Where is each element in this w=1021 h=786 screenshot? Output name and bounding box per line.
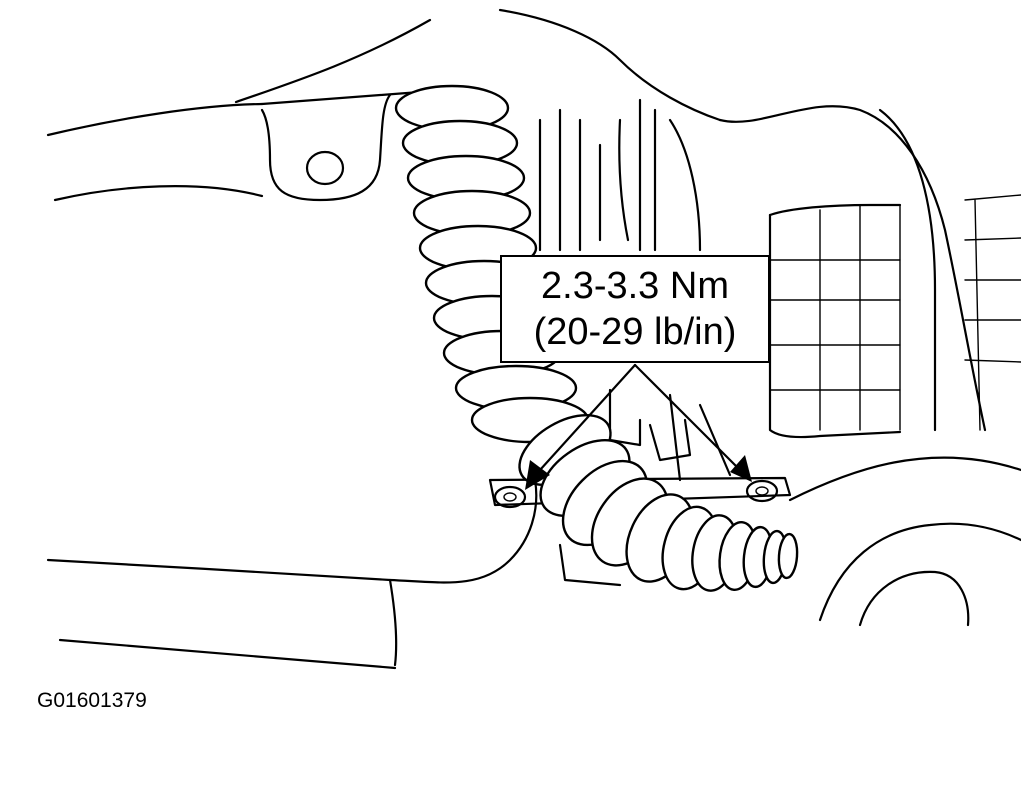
mounting-bracket: [488, 388, 792, 587]
arrow-left-icon: [525, 460, 550, 490]
upper-panel: [46, 18, 432, 202]
arrow-right-icon: [730, 455, 752, 482]
figure-id: G01601379: [37, 689, 147, 712]
callout-leaders: [525, 363, 752, 490]
lower-panel: [46, 478, 538, 670]
torque-imperial: (20-29 lb/in): [533, 311, 737, 353]
round-component: [788, 456, 1021, 627]
grid-panel: [768, 194, 1021, 439]
upper-housing: [498, 8, 987, 432]
torque-metric: 2.3-3.3 Nm: [541, 265, 729, 307]
fastener-right: [745, 479, 779, 503]
fastener-left: [493, 485, 527, 509]
coiled-harness-lower: [518, 413, 799, 592]
torque-callout: 2.3-3.3 Nm (20-29 lb/in): [500, 255, 770, 363]
